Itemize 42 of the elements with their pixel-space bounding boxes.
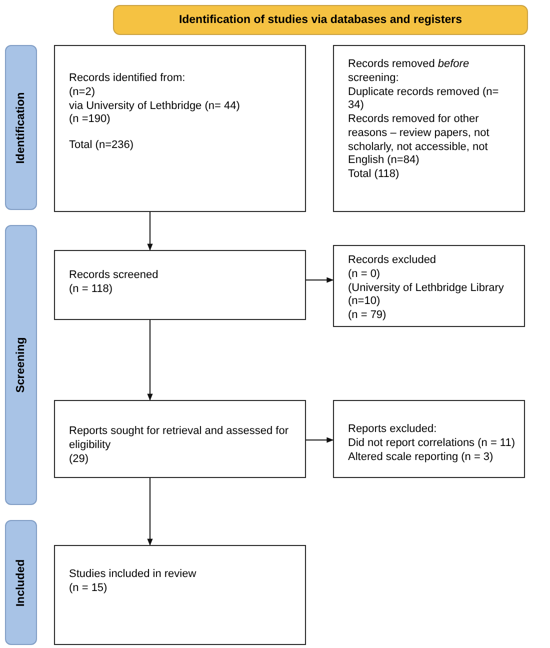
box-text: Records removed before screening: <box>348 58 470 86</box>
box-text: (n = 79) <box>348 309 388 323</box>
process-box <box>54 400 306 478</box>
header-text: Identification of studies via databases and registers <box>178 14 462 26</box>
box-text: Total (n=236) <box>69 139 135 153</box>
box-text: Records screened <box>69 269 160 283</box>
process-box <box>54 45 306 212</box>
box-text: (29) <box>69 452 90 466</box>
phase-label: Identification <box>15 92 27 164</box>
process-box <box>333 245 525 327</box>
phase-band <box>5 520 37 645</box>
box-text: Records identified from: <box>69 72 186 86</box>
box-text: via University of Lethbridge (n= 44) <box>69 100 241 114</box>
arrow <box>147 478 153 546</box>
arrow <box>306 437 334 443</box>
box-text: Total (118) <box>348 168 400 182</box>
section-header <box>113 5 528 35</box>
box-text: (n = 118) <box>69 282 114 296</box>
box-text: Records excluded <box>348 254 438 268</box>
box-text: Records removed for other reasons – review papers, not scholarly, not accessible, not English (n=84) <box>348 113 490 168</box>
phase-band <box>5 225 37 505</box>
arrow <box>147 212 153 251</box>
phase-label: Included <box>15 558 27 606</box>
box-text: Did not report correlations (n = 11) <box>348 436 516 450</box>
phase-label: Screening <box>15 337 27 393</box>
box-text: Reports sought for retrieval and assessed for eligibility <box>69 425 290 452</box>
box-text: Studies included in review <box>69 568 198 582</box>
box-text: Reports excluded: <box>348 423 438 437</box>
process-box <box>333 400 525 478</box>
box-text: (n =190) <box>69 113 112 127</box>
process-box <box>54 545 306 645</box>
arrow <box>306 277 334 283</box>
box-text: (University of Lethbridge Library (n=10) <box>348 282 505 309</box>
process-box <box>333 45 525 212</box>
box-text: (n = 0) <box>348 268 382 282</box>
box-text: Duplicate records removed (n= 34) <box>348 86 500 113</box>
phase-band <box>5 45 37 210</box>
box-text: (n = 15) <box>69 582 108 596</box>
box-text: (n=2) <box>69 86 96 100</box>
process-box <box>54 250 306 320</box>
box-text: Altered scale reporting (n = 3) <box>348 450 494 464</box>
arrow <box>147 320 153 401</box>
